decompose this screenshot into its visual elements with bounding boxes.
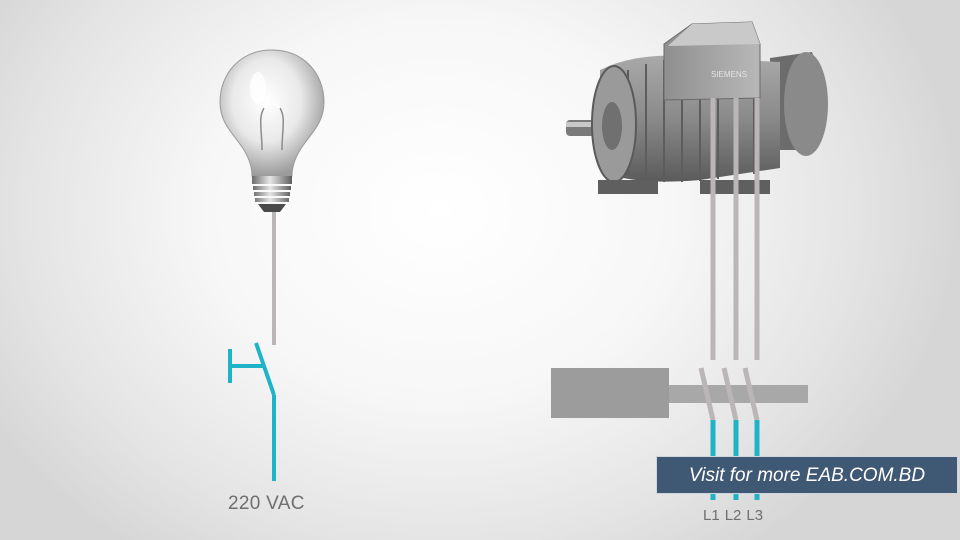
phase-label-l2: L2: [724, 507, 742, 524]
voltage-label: 220 VAC: [228, 493, 305, 514]
watermark-banner[interactable]: Visit for more EAB.COM.BD: [656, 456, 958, 494]
motor-brand-text: SIEMENS: [711, 70, 747, 79]
phase-labels: L1 L2 L3: [703, 507, 763, 524]
light-bulb-icon: [219, 49, 325, 212]
switch-symbol-icon: [228, 342, 276, 481]
phase-label-l1: L1: [703, 507, 720, 524]
contactor-actuator-icon: [551, 368, 808, 418]
motor-phase-leads: [710, 98, 760, 360]
contactor-contacts: [698, 367, 760, 421]
phase-label-l3: L3: [746, 507, 764, 524]
induction-motor-icon: SIEMENS: [566, 21, 828, 194]
